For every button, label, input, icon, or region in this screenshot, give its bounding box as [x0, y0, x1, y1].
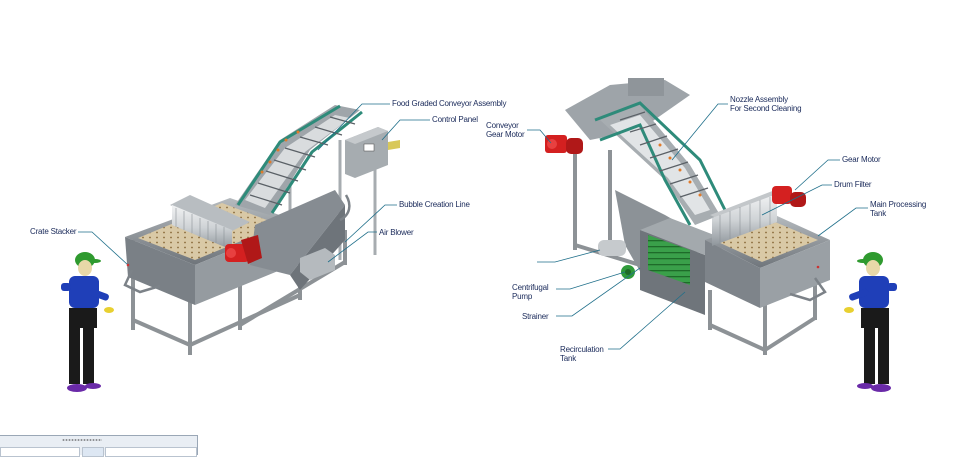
person-icon	[61, 252, 114, 392]
label-drum-filter: Drum Filter	[834, 180, 872, 189]
right-machine	[545, 78, 830, 355]
pane-left	[0, 447, 80, 457]
gear-motor-icon	[225, 235, 262, 264]
label-control-panel: Control Panel	[432, 115, 478, 124]
pane-middle	[82, 447, 104, 457]
label-main-processing-tank: Main Processing Tank	[870, 200, 927, 218]
label-conveyor-assembly: Food Graded Conveyor Assembly	[392, 99, 507, 108]
label-air-blower: Air Blower	[379, 228, 414, 237]
label-bubble-creation-line: Bubble Creation Line	[399, 200, 470, 209]
window-fragment[interactable]	[0, 435, 198, 457]
gear-motor-icon	[772, 186, 806, 207]
person-icon	[844, 252, 897, 392]
label-conveyor-gear-motor: Conveyor Gear Motor	[486, 121, 525, 139]
label-gear-motor: Gear Motor	[842, 155, 881, 164]
label-centrifugal-pump: Centrifugal Pump	[512, 283, 549, 301]
label-strainer: Strainer	[522, 312, 549, 321]
label-recirculation-tank: Recirculation Tank	[560, 345, 604, 363]
drag-grip-icon[interactable]	[62, 439, 102, 441]
label-nozzle-assembly: Nozzle Assembly For Second Cleaning	[730, 95, 802, 113]
pane-right	[105, 447, 197, 457]
left-machine	[123, 104, 400, 355]
leader-lines	[78, 103, 868, 350]
gear-motor-icon	[545, 135, 583, 154]
label-crate-stacker: Crate Stacker	[30, 227, 77, 236]
